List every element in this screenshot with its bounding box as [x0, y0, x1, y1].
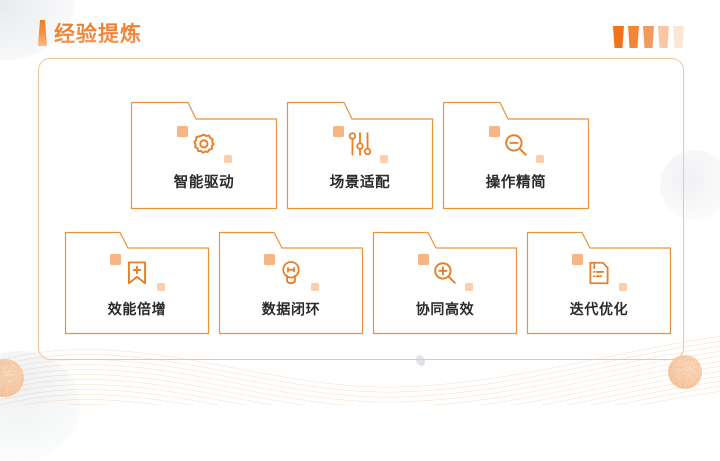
tapered-bar-icon: [38, 20, 47, 46]
square-accent-dark: [418, 254, 429, 265]
shell-ornament-bottom-right: [668, 355, 702, 389]
card-label: 数据闭环: [261, 302, 321, 318]
deco-bar-5: [673, 26, 684, 48]
deco-bar-1: [613, 26, 624, 48]
square-accent-dark: [110, 254, 121, 265]
deco-bar-2: [628, 26, 639, 48]
card-row-1: 智能驱动 场景适配: [130, 97, 590, 210]
page-header: 经验提炼: [0, 0, 720, 58]
shell-ornament-bottom-left: [0, 359, 24, 397]
card-label: 操作精简: [485, 175, 547, 191]
card-label: 迭代优化: [569, 302, 629, 318]
folder-shape: [442, 97, 590, 210]
square-accent-dark: [333, 126, 344, 137]
square-accent-dark: [264, 254, 275, 265]
bookmark-plus-icon: [127, 261, 147, 285]
sliders-icon: [348, 132, 372, 156]
decorative-bars-group: [613, 26, 684, 48]
card-intelligent-drive[interactable]: 智能驱动: [130, 97, 278, 210]
card-label: 协同高效: [415, 302, 475, 318]
square-accent-light: [536, 155, 544, 163]
icon-container: [417, 253, 473, 293]
square-accent-dark: [572, 254, 583, 265]
folder-shape: [372, 227, 518, 335]
icon-container: [109, 253, 165, 293]
square-accent-light: [224, 155, 232, 163]
corner-blob-bottom-left: [0, 351, 80, 461]
square-accent-light: [380, 155, 388, 163]
card-scenario-adaptation[interactable]: 场景适配: [286, 97, 434, 210]
icon-container: [176, 125, 232, 165]
card-collaboration-efficiency[interactable]: 协同高效: [372, 227, 518, 335]
zoom-in-icon: [434, 262, 456, 284]
deco-bar-4: [658, 26, 669, 48]
folder-shape: [130, 97, 278, 210]
square-accent-light: [465, 283, 473, 291]
gear-icon: [193, 133, 215, 154]
lightbulb-icon: [282, 261, 300, 285]
square-accent-dark: [489, 126, 500, 137]
icon-container: [571, 253, 627, 293]
card-data-loop[interactable]: 数据闭环: [218, 227, 364, 335]
card-label: 效能倍增: [107, 302, 167, 318]
icon-container: [332, 125, 388, 165]
square-accent-light: [619, 283, 627, 291]
card-iterative-optimization[interactable]: 迭代优化: [526, 227, 672, 335]
title-group: 经验提炼: [38, 18, 142, 48]
card-label: 智能驱动: [173, 175, 235, 191]
card-efficiency-boost[interactable]: 效能倍增: [64, 227, 210, 335]
icon-container: [488, 125, 544, 165]
zoom-out-icon: [505, 134, 527, 156]
document-icon: [589, 261, 609, 285]
icon-container: [263, 253, 319, 293]
card-label: 场景适配: [329, 175, 391, 191]
page-title: 经验提炼: [54, 18, 142, 48]
square-accent-light: [157, 283, 165, 291]
deco-bar-3: [643, 26, 654, 48]
card-simplified-operation[interactable]: 操作精简: [442, 97, 590, 210]
content-panel: [38, 58, 684, 360]
card-row-2: 效能倍增 数据闭环: [64, 227, 672, 335]
square-accent-dark: [177, 126, 188, 137]
square-accent-light: [311, 283, 319, 291]
folder-shape: [64, 227, 210, 335]
